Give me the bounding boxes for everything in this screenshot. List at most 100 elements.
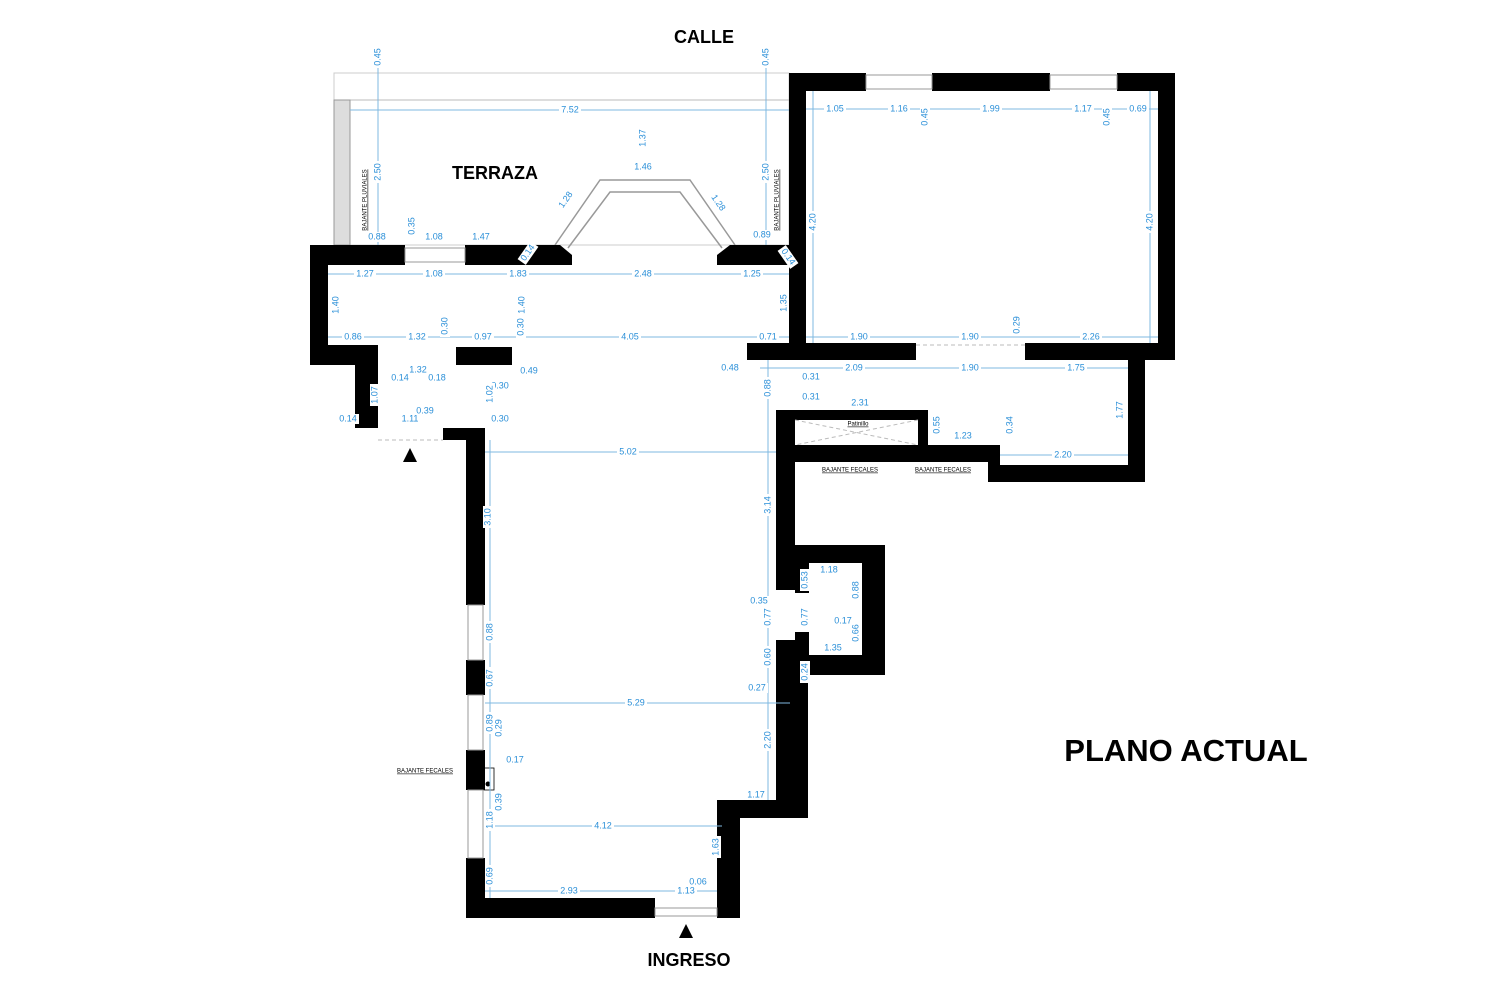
dimension-label-bg [1065,363,1087,373]
dimension-label: 1.16 [890,103,908,113]
dimension-label-bg [1080,332,1102,342]
dimension-label-bg [832,616,854,626]
dimension-label: 0.30 [491,380,509,390]
dimension-label: 1.35 [778,294,788,312]
dimension-label-bg [920,106,930,128]
dimension-label-bg [777,245,799,269]
dimension-label-bg [489,414,511,424]
dimension-label-bg [399,414,421,424]
dimension-label: 3.10 [482,508,492,526]
dimension-label-bg [818,565,840,575]
dimension-label: 0.31 [802,391,820,401]
dimension-label-bg [808,211,818,233]
dimension-label-bg [851,622,861,644]
dimension-label-bg [952,431,974,441]
dimension-label: 0.35 [406,217,416,235]
dimension-label-bg [1072,104,1094,114]
dimension-label: 0.45 [760,48,770,66]
dimension-label: 2.93 [560,885,578,895]
dimension-label-bg [331,294,341,316]
dimension-label: 4.20 [807,213,817,231]
dimension-label-bg [822,643,844,653]
dimension-label-bg [687,877,709,887]
dimension-label-bg [485,667,495,689]
dimension-label: 0.77 [762,608,772,626]
dimension-label-bg [763,377,773,399]
dimension-label-bg [745,790,767,800]
dimension-label-bg [414,406,436,416]
dimension-label-bg [619,332,641,342]
dimension-label-bg [675,886,697,896]
dimension-label-bg [423,269,445,279]
dimension-label-bg [638,127,648,149]
dimension-label: 0.71 [759,331,777,341]
dimension-label-bg [485,621,495,643]
dimension-label-bg [741,269,763,279]
dimension-label: 0.97 [474,331,492,341]
dimension-label: 0.17 [834,615,852,625]
dimension-label-bg [761,161,771,183]
dimension-label: 0.77 [799,608,809,626]
dimension-label: 1.25 [743,268,761,278]
dimension-label: 1.47 [472,231,490,241]
annotation-note: Patinillo [847,422,869,428]
dimension-label: 4.20 [1144,213,1154,231]
dimension-label-bg [354,269,376,279]
dimension-label-bg [719,363,741,373]
dimension-label-bg [763,606,773,628]
dimension-label: 2.09 [845,362,863,372]
dimension-label: 1.77 [1114,401,1124,419]
dimension-label-bg [851,579,861,601]
dimension-label: 0.31 [802,371,820,381]
dimension-label-bg [800,392,822,402]
dimension-label: 0.18 [428,372,446,382]
dimension-label-bg [406,332,428,342]
dimension-label-bg [370,384,380,406]
dimension-label-bg [959,332,981,342]
dimension-label: 0.35 [750,595,768,605]
dimension-label-bg [504,755,526,765]
dimension-label-bg [407,215,417,237]
dimension-label-bg [625,698,647,708]
annotation-note: BAJANTE PLUVIALES [775,169,781,230]
dimension-label: 0.34 [1004,416,1014,434]
dimension-label-bg [800,606,810,628]
dimension-label: 1.35 [824,642,842,652]
dimension-label: 0.53 [799,571,809,589]
dimension-label: 2.31 [851,397,869,407]
dimension-label: 2.48 [634,268,652,278]
dimension-label: 1.17 [747,789,765,799]
plan-title: PLANO ACTUAL [1064,733,1307,768]
dimension-label: 0.27 [748,682,766,692]
dimension-label: 0.88 [484,623,494,641]
dimension-label-bg [373,46,383,68]
dimension-label-bg [632,269,654,279]
dimension-label-bg [748,596,770,606]
dimension-label: 0.29 [493,719,503,737]
dimension-label: 0.30 [491,413,509,423]
dimension-label: 2.20 [1054,449,1072,459]
street-label: CALLE [674,27,734,47]
dimension-label-bg [342,332,364,342]
dimension-label-bg [389,373,411,383]
dimension-label: 0.60 [762,648,772,666]
annotation-note: BAJANTE FECALES [915,468,971,474]
dimension-label-bg [1052,450,1074,460]
dimension-label-bg [1012,314,1022,336]
dimension-label: 3.14 [762,496,772,514]
dimension-label: 4.12 [594,820,612,830]
dimension-label-bg [751,230,773,240]
dimension-label: 1.23 [954,430,972,440]
dimension-label: 0.39 [493,793,503,811]
dimension-label-bg [711,836,721,858]
dimension-label: 1.32 [409,364,427,374]
dimension-label-bg [763,729,773,751]
dimension-label-bg [440,315,450,337]
dimension-label: 1.99 [982,103,1000,113]
dimension-label-bg [373,161,383,183]
dimension-label: 0.14 [339,413,357,423]
dimension-label: 2.20 [762,731,772,749]
dimension-label: 2.50 [372,163,382,181]
